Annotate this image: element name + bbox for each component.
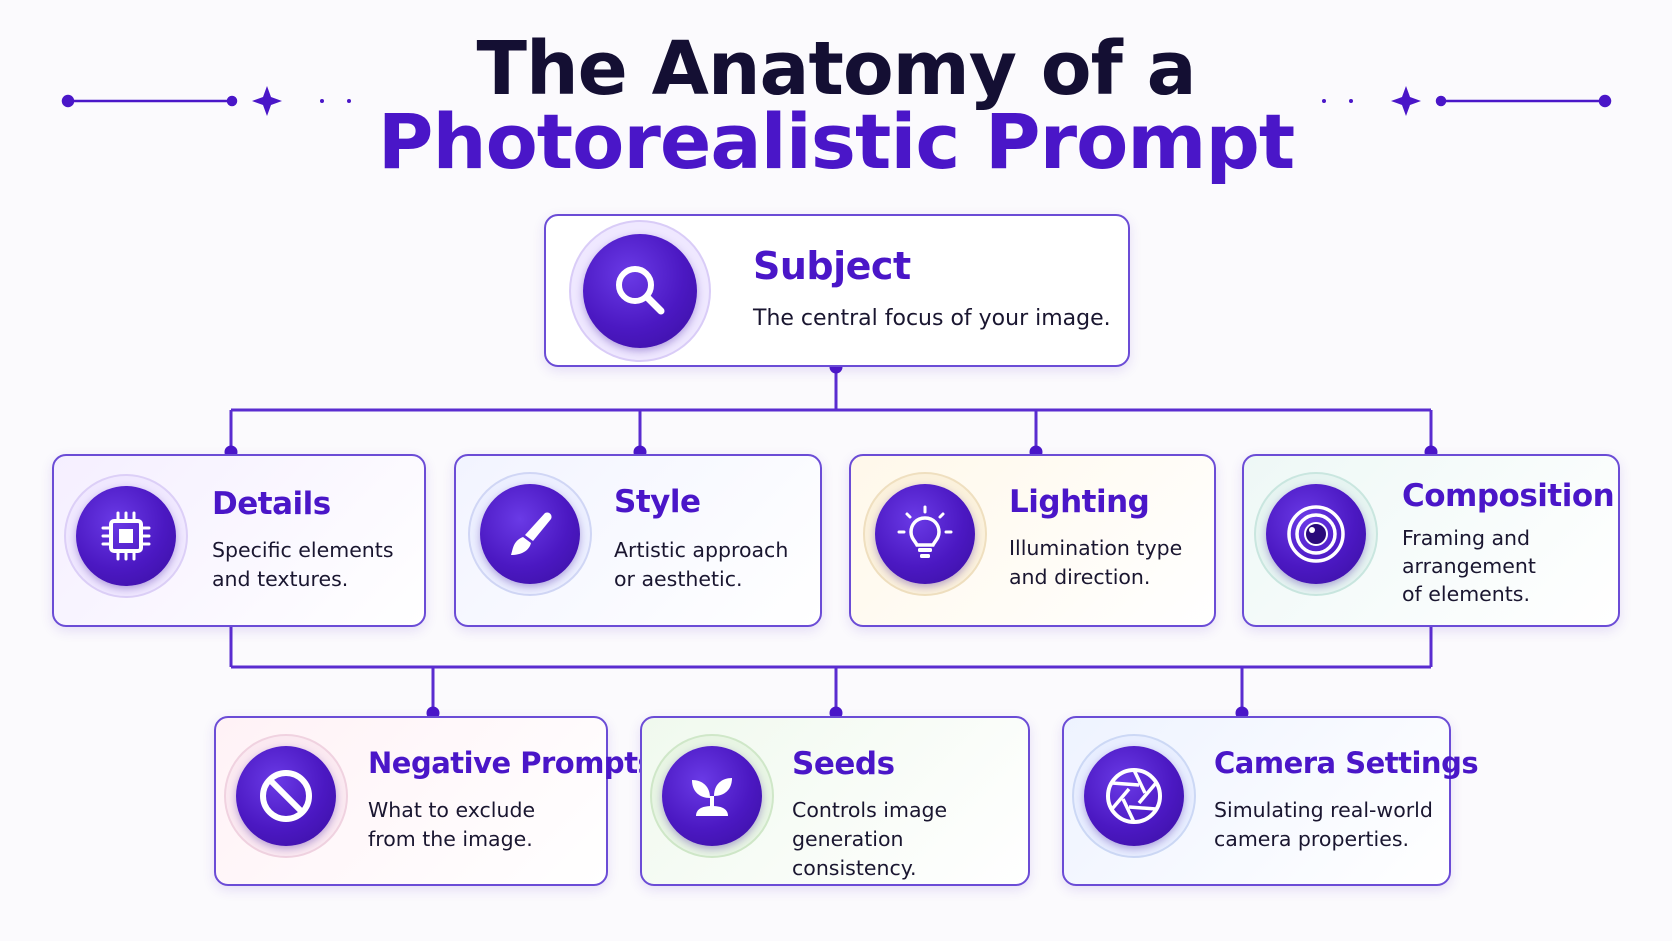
chip-icon [101, 511, 151, 561]
icon-ring [1074, 736, 1194, 856]
magnifier-icon [616, 266, 665, 315]
card-description: Specific elements and textures. [212, 538, 394, 591]
aperture-icon [1106, 768, 1162, 824]
card-lighting: Lighting Illumination type and direction… [849, 454, 1216, 627]
card-title: Subject [753, 244, 911, 288]
camera-lens-icon [1287, 505, 1345, 563]
header-decoration-left [61, 86, 351, 116]
card-subject: Subject The central focus of your image. [544, 214, 1130, 367]
tree-connectors [229, 367, 1433, 713]
card-title: Camera Settings [1214, 746, 1479, 780]
card-description: Simulating real-world camera properties. [1214, 798, 1433, 851]
card-details: Details Specific elements and textures. [52, 454, 426, 627]
card-description: Controls image generation consistency. [792, 798, 948, 880]
icon-ring [1256, 474, 1376, 594]
header-decoration-right [1322, 86, 1612, 116]
card-title: Composition [1402, 478, 1615, 514]
card-description: The central focus of your image. [753, 306, 1111, 331]
prohibited-icon [260, 770, 312, 822]
card-composition: Composition Framing and arrangement of e… [1242, 454, 1620, 627]
card-description: What to exclude from the image. [368, 798, 536, 851]
icon-ring [470, 474, 590, 594]
icon-ring [865, 474, 985, 594]
lightbulb-icon [897, 505, 953, 558]
title-line-2: Photorealistic Prompt [377, 97, 1295, 186]
title-line-1: The Anatomy of a [476, 26, 1196, 112]
sprout-icon [692, 778, 732, 816]
card-title: Style [614, 484, 701, 520]
icon-ring [652, 736, 772, 856]
card-title: Lighting [1009, 484, 1150, 520]
icon-ring [571, 222, 709, 360]
card-style: Style Artistic approach or aesthetic. [454, 454, 822, 627]
card-description: Illumination type and direction. [1009, 536, 1183, 589]
icon-ring [66, 476, 186, 596]
card-description: Framing and arrangement of elements. [1402, 526, 1536, 606]
card-title: Seeds [792, 746, 895, 782]
card-title: Negative Prompts [368, 746, 655, 780]
card-camera-settings: Camera Settings Simulating real-world ca… [1062, 716, 1479, 886]
card-seeds: Seeds Controls image generation consiste… [640, 716, 1030, 886]
icon-ring [226, 736, 346, 856]
card-title: Details [212, 486, 331, 522]
card-description: Artistic approach or aesthetic. [614, 538, 789, 591]
card-negative-prompts: Negative Prompts What to exclude from th… [214, 716, 655, 886]
paintbrush-icon [511, 512, 552, 555]
